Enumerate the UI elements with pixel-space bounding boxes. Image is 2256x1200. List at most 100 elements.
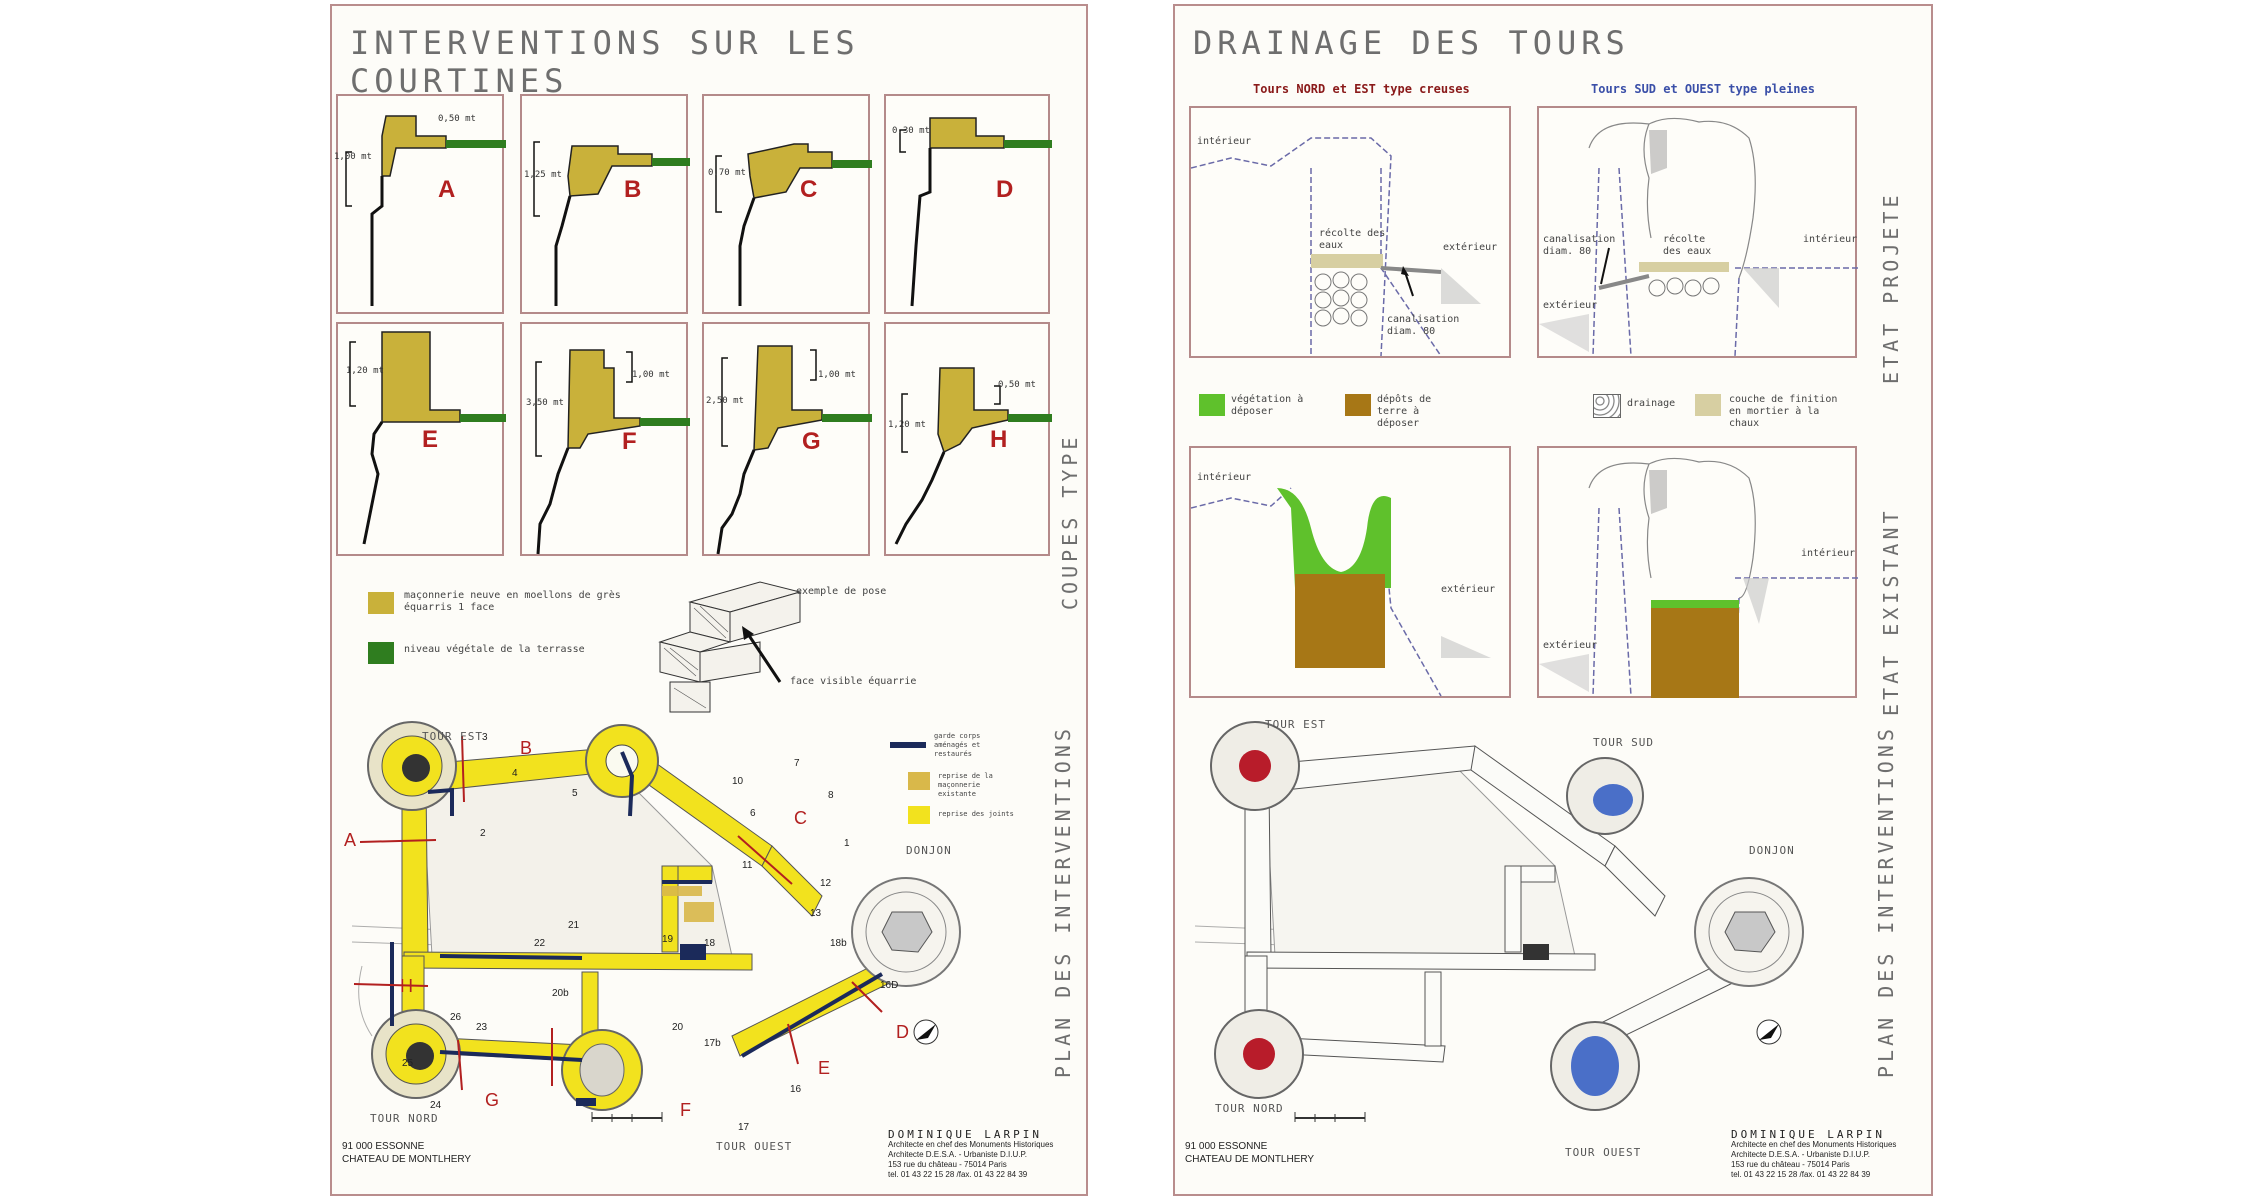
section-b-letter: B bbox=[624, 176, 642, 203]
right-side-label-bottom: PLAN DES INTERVENTIONS bbox=[1874, 725, 1898, 1078]
drain-p2-canalisation: canalisation diam. 80 bbox=[1543, 234, 1616, 257]
plan-num-5: 5 bbox=[572, 788, 578, 799]
legend-depots-text: dépôts de terre à déposer bbox=[1377, 394, 1432, 429]
plan-num-10: 10 bbox=[732, 776, 744, 787]
drain-box-existing-hollow: intérieur extérieur bbox=[1189, 446, 1511, 698]
left-footer-location: 91 000 ESSONNE CHATEAU DE MONTLHERY bbox=[342, 1140, 471, 1166]
section-c-drawing bbox=[715, 143, 872, 306]
section-f-dim-1: 3,50 mt bbox=[526, 398, 564, 408]
section-e-drawing bbox=[349, 331, 506, 545]
plan-num-12: 12 bbox=[820, 878, 832, 889]
plan-num-24: 24 bbox=[430, 1100, 442, 1111]
plan-num-3: 3 bbox=[482, 732, 488, 743]
plan-num-13: 13 bbox=[810, 908, 822, 919]
drain-p1-exterieur: extérieur bbox=[1443, 242, 1498, 253]
plan-letter-g: G bbox=[485, 1090, 499, 1110]
section-b-drawing bbox=[533, 141, 690, 306]
section-h-dim-2: 0,50 mt bbox=[998, 380, 1036, 390]
drain-box-projected-hollow: intérieur extérieur récolte des eaux can… bbox=[1189, 106, 1511, 358]
drain-existing-hollow-drawing bbox=[1191, 487, 1491, 697]
plan-legend-reprise: reprise de la maçonnerie existante bbox=[938, 772, 993, 798]
right-footer-info4: tel. 01 43 22 15 28 /fax. 01 43 22 84 39 bbox=[1731, 1170, 1871, 1179]
drain-e1-exterieur: extérieur bbox=[1441, 584, 1496, 595]
section-g-dim-1: 2,50 mt bbox=[706, 396, 744, 406]
plan-num-25: 25 bbox=[402, 1058, 414, 1069]
drain-existing-full-drawing bbox=[1539, 457, 1859, 698]
legend-drainage-text: drainage bbox=[1627, 398, 1676, 409]
plan-letter-h: H bbox=[400, 976, 413, 996]
section-box-b: 1,25 mt B bbox=[520, 94, 690, 314]
legend-vegetation-swatch bbox=[1199, 394, 1225, 416]
plan-num-7: 7 bbox=[794, 758, 800, 769]
legend-couche-swatch bbox=[1695, 394, 1721, 416]
plan-legend-guard-swatch bbox=[890, 742, 926, 748]
left-tour-ouest: TOUR OUEST bbox=[716, 1140, 793, 1153]
left-title: INTERVENTIONS SUR LES COURTINES bbox=[350, 24, 860, 100]
legend-vegetal-text: niveau végétale de la terrasse bbox=[404, 644, 585, 655]
right-side-label-mid: ETAT EXISTANT bbox=[1879, 507, 1903, 716]
legend-example-text: exemple de pose bbox=[796, 586, 887, 597]
section-a-drawing bbox=[345, 115, 506, 306]
section-g-dim-2: 1,00 mt bbox=[818, 370, 856, 380]
section-b-dim-1: 1,25 mt bbox=[524, 170, 562, 180]
right-tour-nord: TOUR NORD bbox=[1215, 1102, 1284, 1115]
left-tour-nord: TOUR NORD bbox=[370, 1112, 439, 1125]
drain-projected-full-drawing bbox=[1539, 117, 1859, 357]
section-box-g: 2,50 mt 1,00 mt G bbox=[702, 322, 872, 556]
plan-num-18: 18 bbox=[704, 938, 716, 949]
plan-num-16: 16 bbox=[790, 1084, 802, 1095]
plan-num-17: 17 bbox=[738, 1122, 750, 1133]
plan-legend-joints: reprise des joints bbox=[938, 810, 1014, 818]
legend-depots-swatch bbox=[1345, 394, 1371, 416]
drain-p2-exterieur: extérieur bbox=[1543, 300, 1598, 311]
plan-num-8: 8 bbox=[828, 790, 834, 801]
legend-masonry-text: maçonnerie neuve en moellons de grès équ… bbox=[404, 590, 621, 613]
left-footer-line1: 91 000 ESSONNE bbox=[342, 1141, 425, 1152]
legend-couche-text: couche de finition en mortier à la chaux bbox=[1729, 394, 1838, 429]
legend-vegetal-swatch bbox=[368, 642, 394, 664]
section-f-dim-2: 1,00 mt bbox=[632, 370, 670, 380]
right-footer-info1: Architecte en chef des Monuments Histori… bbox=[1731, 1140, 1897, 1149]
plan-legend-guard: garde corps aménagés et restaurés bbox=[934, 732, 981, 758]
legend-visible-face-text: face visible équarrie bbox=[790, 676, 917, 687]
section-h-letter: H bbox=[990, 426, 1008, 453]
plan-num-19: 19 bbox=[662, 934, 674, 945]
section-box-c: 0,70 mt C bbox=[702, 94, 872, 314]
section-d-drawing bbox=[899, 117, 1052, 307]
plan-letter-d: D bbox=[896, 1022, 909, 1042]
left-side-label-bottom: PLAN DES INTERVENTIONS bbox=[1051, 725, 1075, 1078]
left-footer-architect: DOMINIQUE LARPIN Architecte en chef des … bbox=[888, 1129, 1053, 1180]
right-subhead-left: Tours NORD et EST type creuses bbox=[1253, 82, 1470, 96]
section-box-d: 0,30 mt D bbox=[884, 94, 1052, 314]
legend-drainage-swatch bbox=[1593, 394, 1621, 418]
drain-p2-interieur: intérieur bbox=[1803, 234, 1858, 245]
legend-vegetation-text: végétation à déposer bbox=[1231, 394, 1304, 417]
section-g-drawing bbox=[716, 345, 872, 555]
right-title: DRAINAGE DES TOURS bbox=[1193, 24, 1630, 62]
left-footer-info4: tel. 01 43 22 15 28 /fax. 01 43 22 84 39 bbox=[888, 1170, 1028, 1179]
section-a-letter: A bbox=[438, 176, 456, 203]
right-footer-info3: 153 rue du château - 75014 Paris bbox=[1731, 1160, 1850, 1169]
plan-letter-f: F bbox=[680, 1100, 691, 1120]
drain-projected-hollow-drawing bbox=[1191, 137, 1481, 357]
stone-example-drawing bbox=[658, 581, 802, 713]
plan-letter-c: C bbox=[794, 808, 807, 828]
section-h-dim-1: 1,20 mt bbox=[888, 420, 926, 430]
plan-letter-a: A bbox=[344, 830, 356, 850]
plan-letter-b: B bbox=[520, 738, 532, 758]
right-footer-line2: CHATEAU DE MONTLHERY bbox=[1185, 1154, 1315, 1165]
section-g-letter: G bbox=[802, 428, 821, 455]
section-f-letter: F bbox=[622, 428, 637, 455]
left-tour-est: TOUR EST bbox=[422, 730, 483, 743]
right-footer-architect: DOMINIQUE LARPIN Architecte en chef des … bbox=[1731, 1129, 1897, 1180]
plan-num-18b: 18b bbox=[830, 938, 847, 949]
drain-box-projected-full: canalisation diam. 80 récolte des eaux i… bbox=[1537, 106, 1859, 358]
left-footer-line2: CHATEAU DE MONTLHERY bbox=[342, 1154, 472, 1165]
plan-num-23: 23 bbox=[476, 1022, 488, 1033]
drain-p2-recolte: récolte des eaux bbox=[1663, 234, 1712, 257]
drain-e2-interieur: intérieur bbox=[1801, 548, 1856, 559]
section-a-dim-1: 1,00 mt bbox=[334, 152, 372, 162]
left-footer-info2: Architecte D.E.S.A. - Urbaniste D.I.U.P. bbox=[888, 1150, 1028, 1159]
left-donjon: DONJON bbox=[906, 844, 952, 857]
plan-num-16d: 16D bbox=[880, 980, 898, 991]
